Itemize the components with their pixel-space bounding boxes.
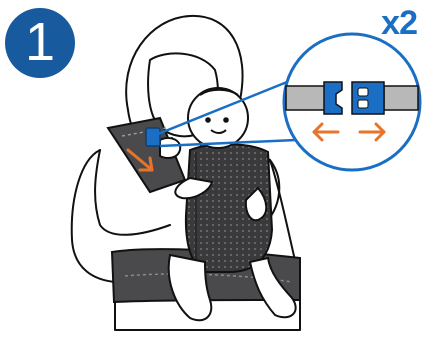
repeat-count-label: x2 [381, 6, 417, 40]
step-number: 1 [25, 15, 55, 69]
parent-hand [160, 138, 180, 158]
buckle-icon [146, 128, 160, 146]
buckle-female-icon [352, 82, 384, 114]
step-badge: 1 [5, 8, 75, 78]
zoom-inset [284, 34, 420, 170]
